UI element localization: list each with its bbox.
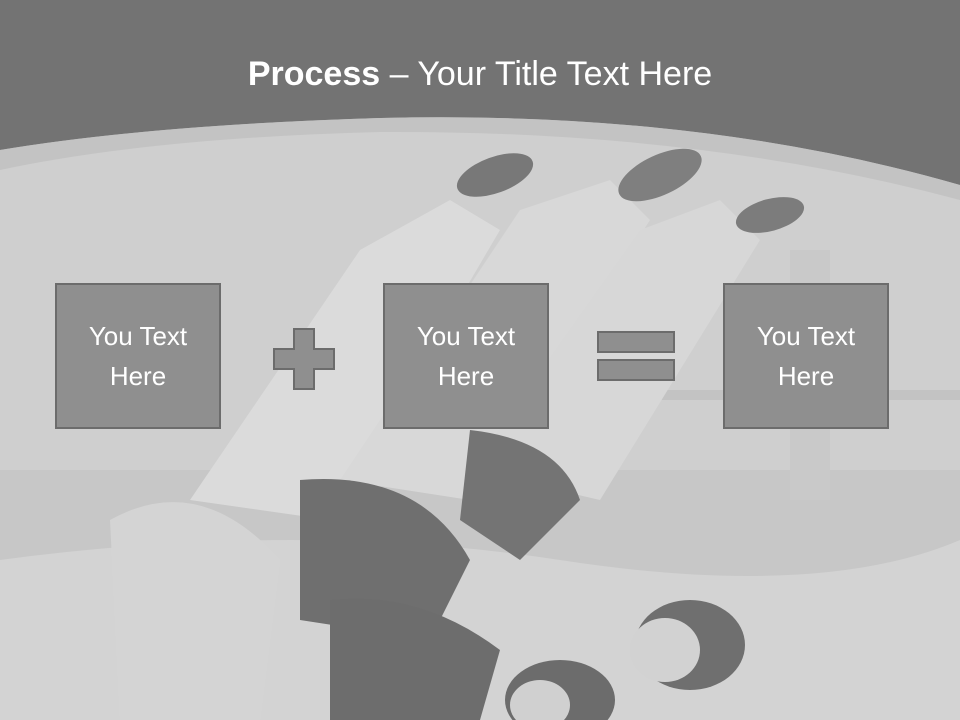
title-dash: – [380, 55, 418, 93]
process-box-3-text: You Text Here [756, 321, 856, 391]
plus-icon [273, 328, 335, 390]
slide-title: Process – Your Title Text Here [0, 52, 960, 96]
header-band [0, 0, 960, 200]
process-box-2-text: You Text Here [416, 321, 516, 391]
process-box-3[interactable]: You Text Here [723, 283, 889, 429]
title-rest: Your Title Text Here [417, 55, 713, 93]
equals-icon [597, 331, 675, 381]
process-box-2[interactable]: You Text Here [383, 283, 549, 429]
title-bold: Process [247, 55, 381, 93]
process-box-1-text: You Text Here [88, 321, 188, 391]
process-box-1[interactable]: You Text Here [55, 283, 221, 429]
